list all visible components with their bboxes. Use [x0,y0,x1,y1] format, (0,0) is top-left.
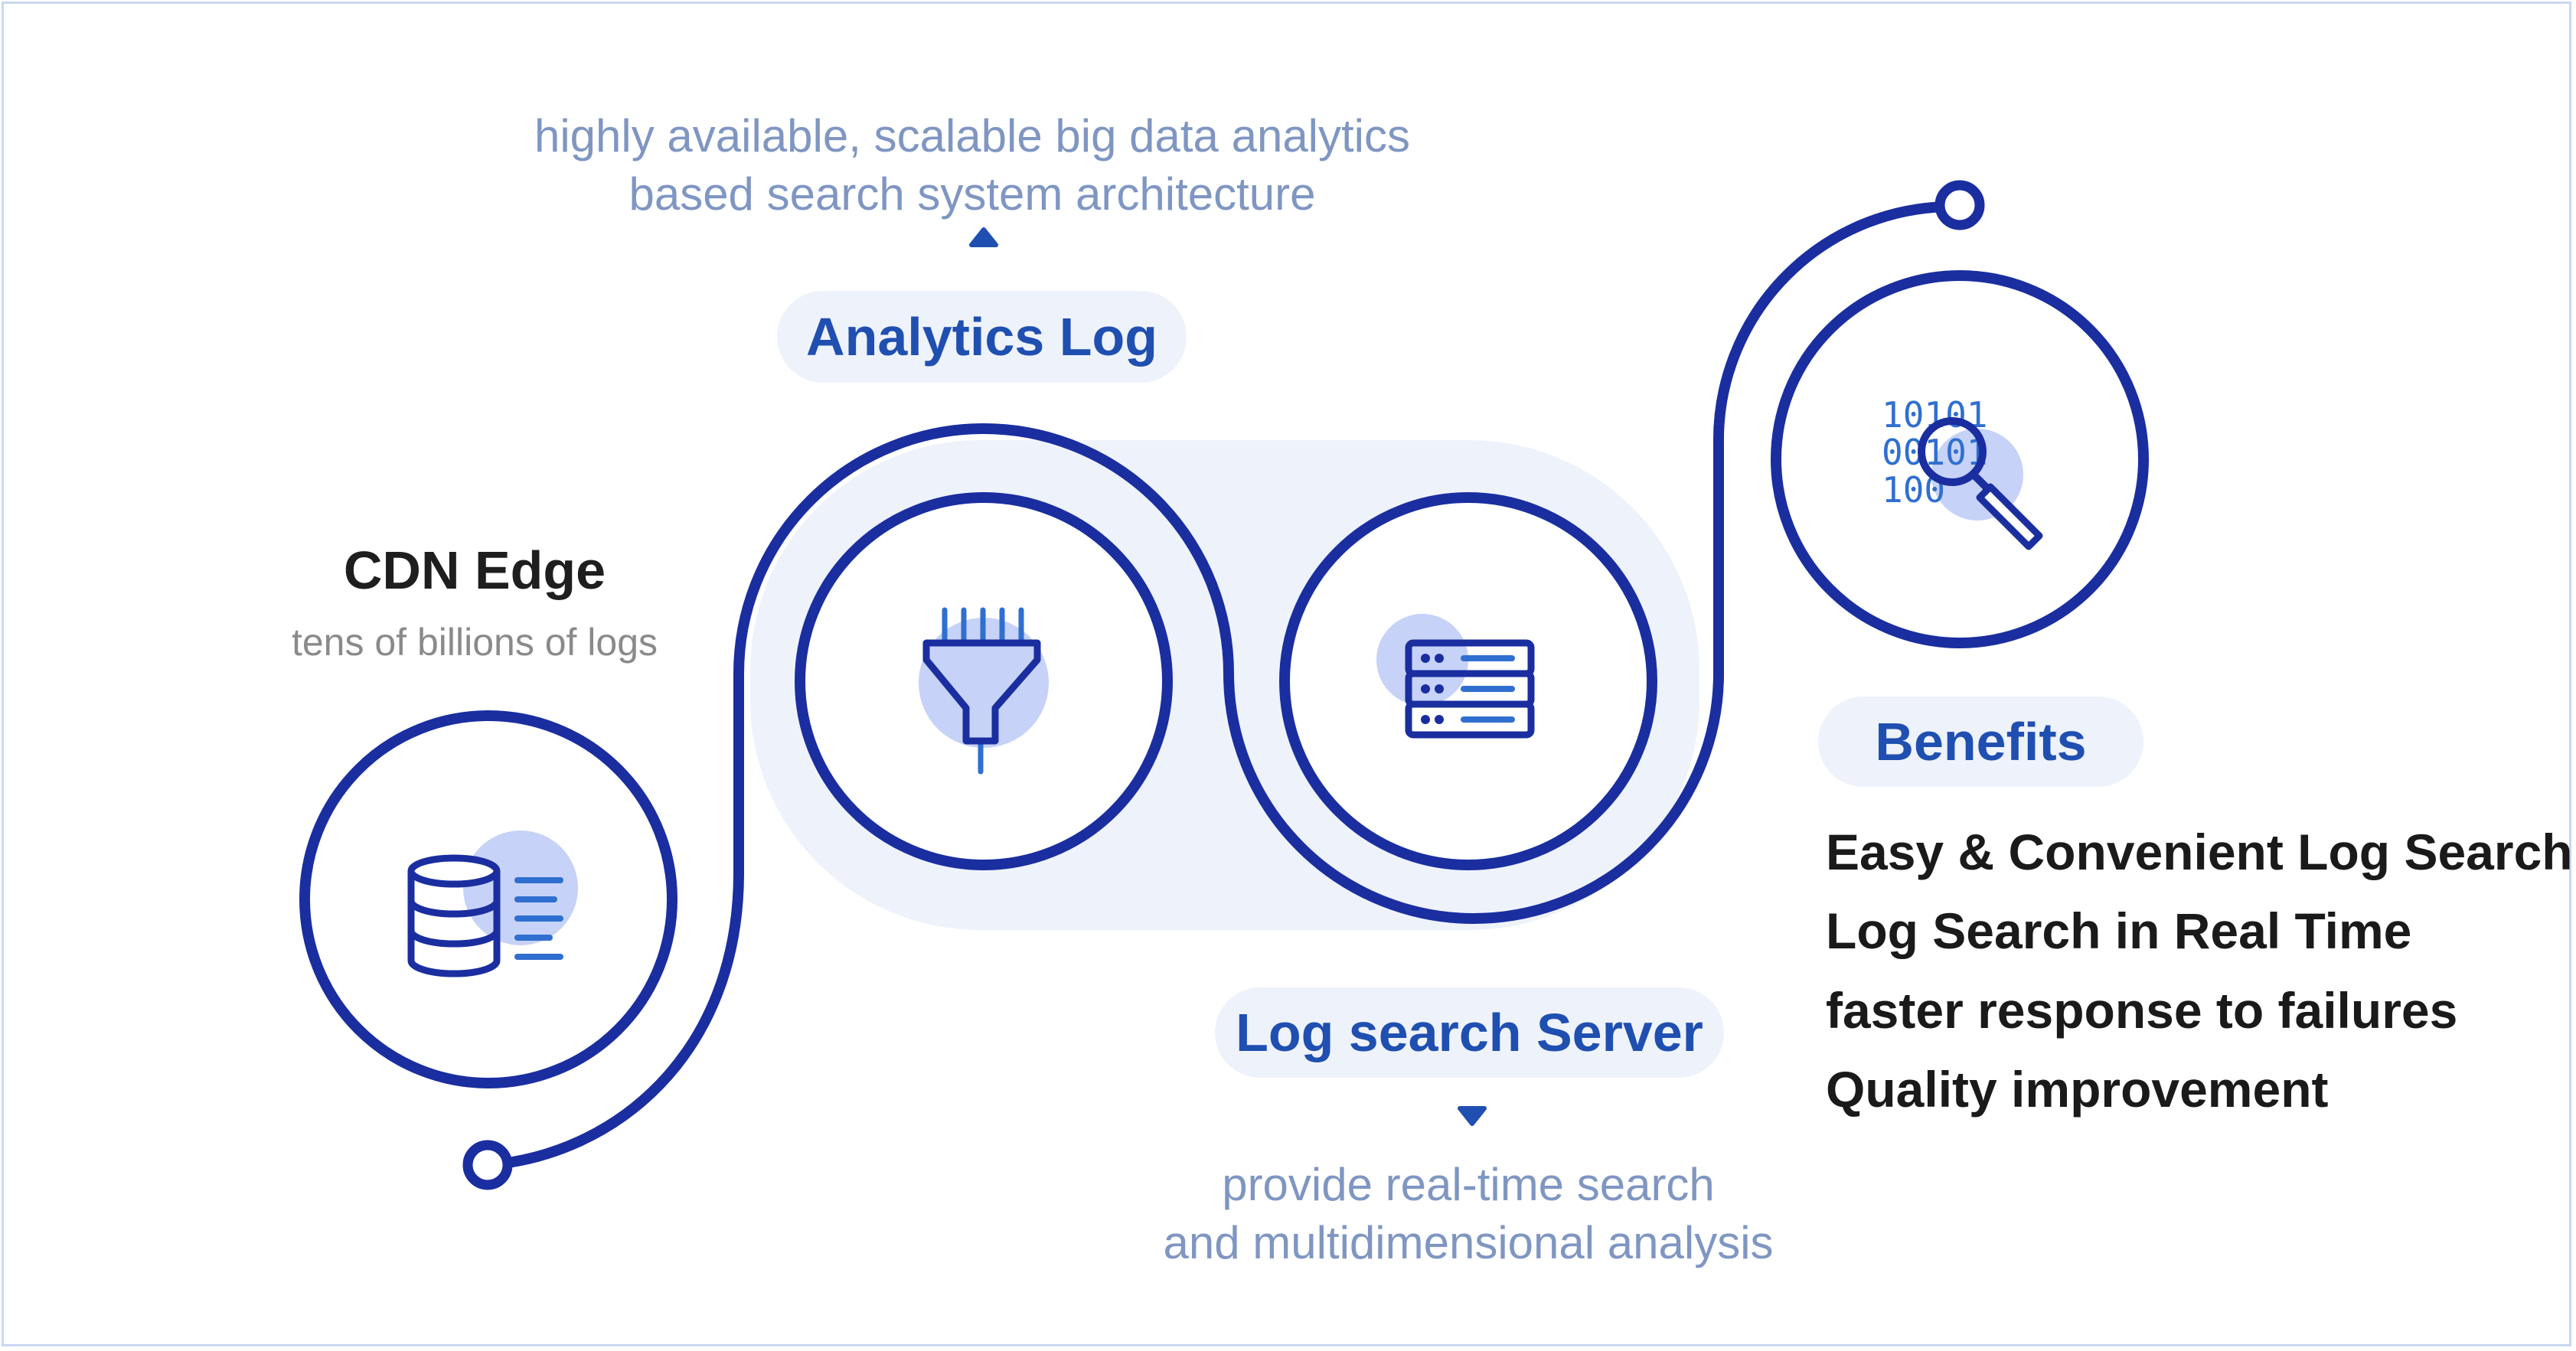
log-search-server-pill: Log search Server [1215,987,1724,1078]
cdn-edge-title: CDN Edge [343,540,606,600]
log-search-server-desc-line-1: provide real-time search [1222,1159,1715,1210]
analytics-log-desc-line-1: highly available, scalable big data anal… [534,110,1411,162]
database-icon [407,831,578,977]
benefit-item-4: Quality improvement [1826,1061,2329,1118]
server-rack-icon [1376,614,1535,739]
benefits-label: Benefits [1875,712,2087,772]
up-arrow-icon [969,227,998,247]
start-node [462,1140,513,1190]
flow-path [487,201,1957,1170]
end-node [1934,180,1985,230]
binary-row-2: 00101 [1882,432,1987,473]
log-search-server-circle [1279,492,1657,870]
log-search-server-desc-line-2: and multidimensional analysis [1163,1217,1774,1268]
log-search-server-label: Log search Server [1236,1003,1703,1062]
benefits-pill: Benefits [1818,697,2143,787]
analytics-log-pill: Analytics Log [777,291,1187,383]
filter-funnel-icon [919,607,1049,775]
analytics-log-description: highly available, scalable big data anal… [513,107,1432,224]
log-search-server-description: provide real-time search and multidimens… [1086,1156,1851,1272]
benefit-item-3: faster response to failures [1826,982,2458,1039]
benefit-item-1: Easy & Convenient Log Search [1826,824,2573,880]
binary-search-icon: 10101 00101 100 [1882,394,2043,550]
analytics-log-label: Analytics Log [806,307,1157,367]
benefit-item-2: Log Search in Real Time [1826,902,2412,959]
cdn-edge-subtitle: tens of billions of logs [291,621,658,664]
down-arrow-icon [1458,1106,1487,1126]
analytics-log-desc-line-2: based search system architecture [628,168,1316,220]
